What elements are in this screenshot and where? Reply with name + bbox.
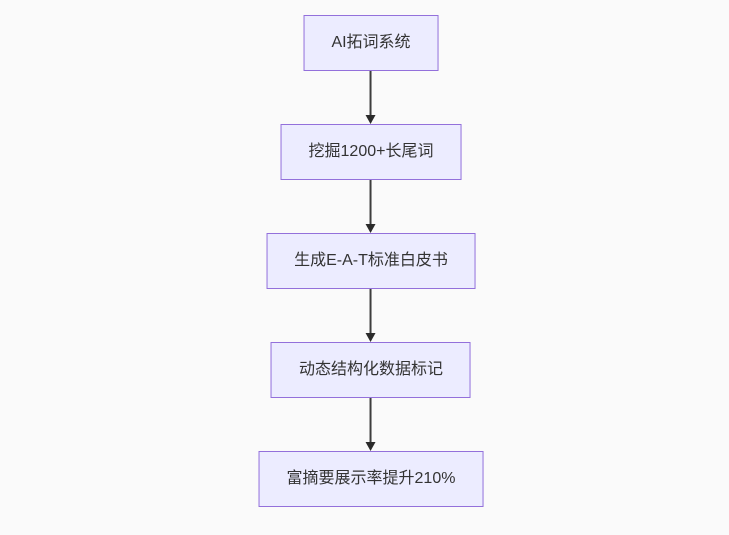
node-ai-word-expansion-system: AI拓词系统	[303, 15, 439, 71]
node-mine-longtail-keywords: 挖掘1200+长尾词	[280, 124, 462, 180]
node-dynamic-structured-data-markup: 动态结构化数据标记	[270, 342, 471, 398]
edge-line	[370, 289, 372, 334]
edge-connector	[366, 289, 376, 342]
arrowhead-down-icon	[366, 442, 376, 451]
arrowhead-down-icon	[366, 224, 376, 233]
arrowhead-down-icon	[366, 115, 376, 124]
node-rich-snippet-rate-increase: 富摘要展示率提升210%	[258, 451, 484, 507]
arrowhead-down-icon	[366, 333, 376, 342]
edge-line	[370, 398, 372, 443]
edge-connector	[366, 398, 376, 451]
edge-connector	[366, 71, 376, 124]
edge-connector	[366, 180, 376, 233]
edge-line	[370, 71, 372, 116]
flowchart: AI拓词系统 挖掘1200+长尾词 生成E-A-T标准白皮书 动态结构化数据标记…	[258, 15, 484, 507]
node-generate-eat-whitepaper: 生成E-A-T标准白皮书	[266, 233, 476, 289]
edge-line	[370, 180, 372, 225]
